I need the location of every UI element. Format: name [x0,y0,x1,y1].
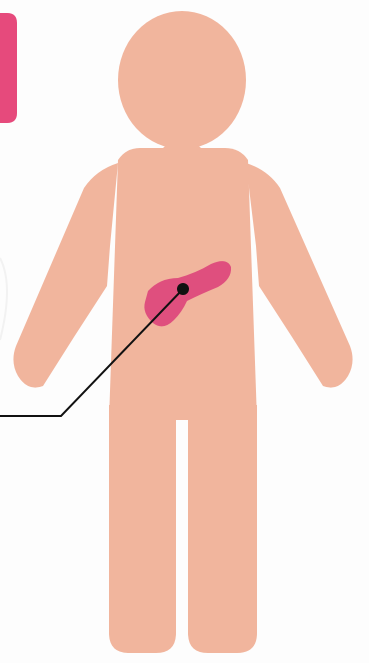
left-edge-pink-tile [0,13,17,123]
human-figure-icon [13,11,352,653]
figure-head [118,11,246,149]
pointer-dot [177,283,189,295]
figure-left-arm [13,163,118,388]
left-edge-circle-outline [0,258,7,340]
figure-right-arm [246,163,353,388]
figure-left-leg [109,405,176,653]
figure-right-leg [188,405,257,653]
